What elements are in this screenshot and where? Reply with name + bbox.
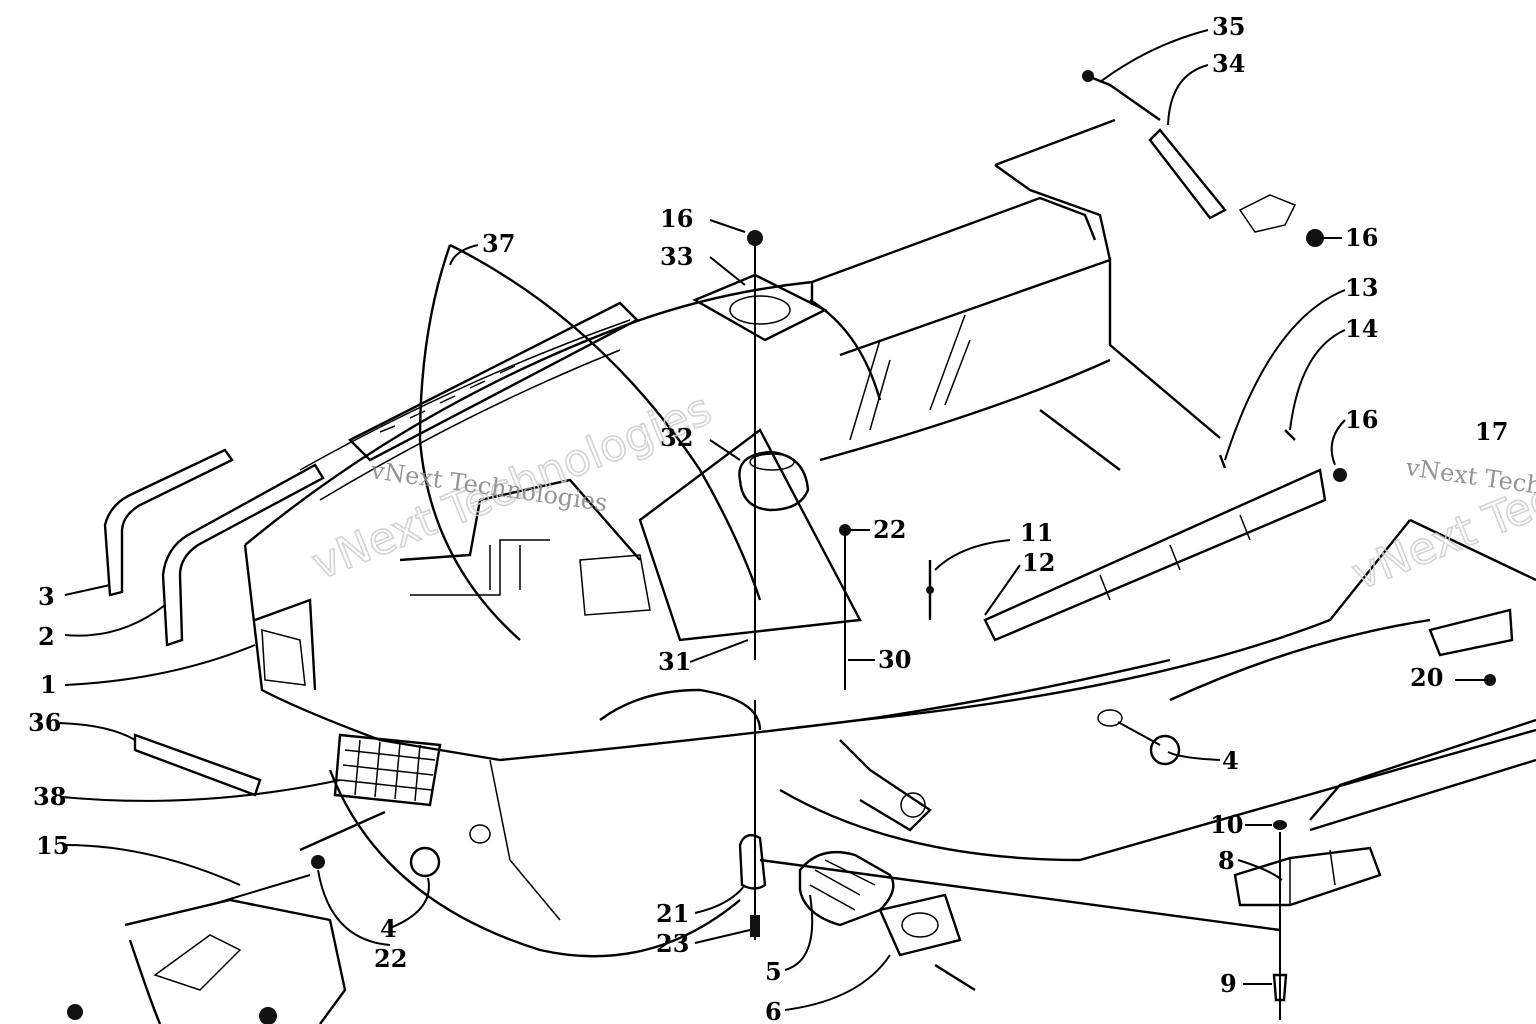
part-33-32-mount — [692, 230, 828, 660]
callout-32: 32 — [660, 423, 693, 452]
part-headlight-lower — [67, 874, 347, 1024]
callout-35: 35 — [1212, 12, 1245, 41]
callout-38: 38 — [33, 782, 66, 811]
callout-22: 22 — [873, 515, 906, 544]
callout-4: 4 — [1222, 746, 1239, 775]
callout-23: 23 — [656, 929, 689, 958]
callout-labels: 35 34 16 33 37 16 13 14 32 16 17 22 11 1… — [28, 12, 1508, 1024]
callout-5: 5 — [765, 957, 782, 986]
part-lower-hardware — [738, 700, 1382, 1020]
callout-16: 16 — [1345, 405, 1378, 434]
callout-20: 20 — [1410, 663, 1443, 692]
callout-17: 17 — [1475, 417, 1508, 446]
callout-6: 6 — [765, 997, 782, 1024]
callout-3: 3 — [38, 582, 55, 611]
callout-33: 33 — [660, 242, 693, 271]
callout-11: 11 — [1020, 518, 1053, 547]
callout-2: 2 — [38, 622, 55, 651]
callout-34: 34 — [1212, 49, 1245, 78]
callout-15: 15 — [36, 831, 69, 860]
callout-16: 16 — [1345, 223, 1378, 252]
callout-13: 13 — [1345, 273, 1378, 302]
part-34-35-latch — [1082, 70, 1324, 247]
part-fasteners — [311, 429, 1514, 878]
callout-30: 30 — [878, 645, 911, 674]
part-trim-strips — [103, 448, 1327, 797]
part-windshield-37 — [418, 243, 762, 641]
callout-4: 4 — [380, 914, 397, 943]
callout-16: 16 — [660, 204, 693, 233]
callout-37: 37 — [482, 229, 515, 258]
callout-31: 31 — [658, 647, 691, 676]
callout-22: 22 — [374, 944, 407, 973]
callout-21: 21 — [656, 899, 689, 928]
callout-10: 10 — [1210, 810, 1243, 839]
callout-36: 36 — [28, 708, 61, 737]
callout-12: 12 — [1022, 548, 1055, 577]
callout-1: 1 — [40, 670, 57, 699]
callout-8: 8 — [1218, 846, 1235, 875]
callout-9: 9 — [1220, 969, 1237, 998]
callout-14: 14 — [1345, 314, 1378, 343]
callout-leaders — [59, 29, 1488, 1011]
hood-body-assembly — [243, 118, 1536, 958]
